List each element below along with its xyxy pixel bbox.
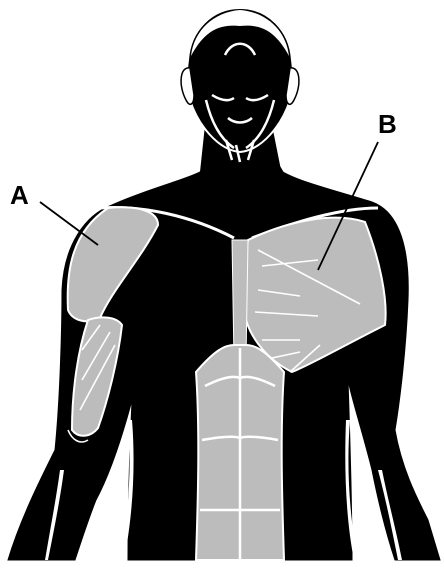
sternum: [232, 240, 248, 360]
label-b: B: [378, 109, 397, 139]
label-a: A: [10, 180, 29, 210]
